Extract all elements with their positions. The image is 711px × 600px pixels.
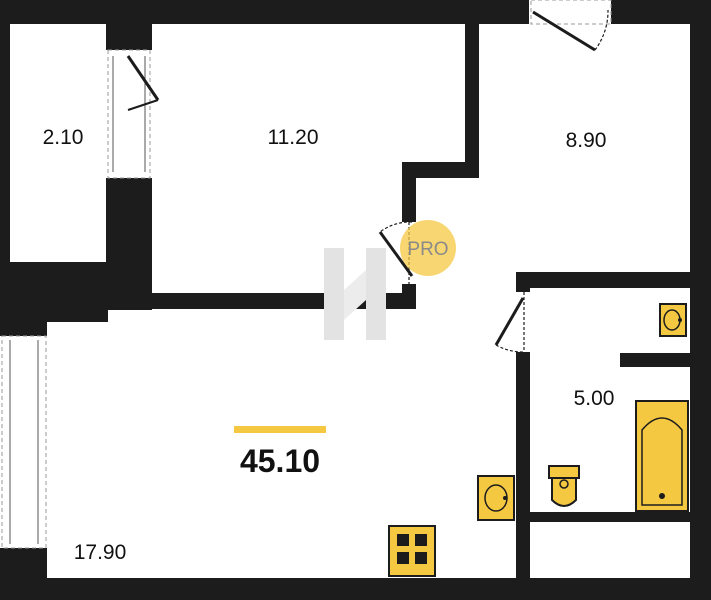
window-kitchen-top — [530, 0, 612, 25]
door-leaf-balcony — [126, 55, 160, 101]
watermark-h-slash — [344, 270, 366, 320]
total-area-accent-bar — [234, 426, 326, 433]
wall-bath-left-b — [516, 352, 530, 600]
window-frames — [9, 56, 146, 544]
toilet-seat — [559, 479, 569, 489]
sink-kitchen — [477, 475, 515, 521]
wall-left-upper — [0, 0, 10, 335]
wall-bedroom-kitchen-step — [402, 162, 479, 178]
fixtures — [388, 303, 689, 577]
total-area-value: 45.10 — [240, 443, 320, 479]
room-area-balcony: 2.10 — [43, 126, 84, 149]
stove-burner-2 — [415, 534, 427, 546]
wall-balcony-sep-top — [106, 0, 152, 50]
wall-right — [690, 0, 711, 600]
wall-top — [0, 0, 529, 24]
stove-burner-1 — [397, 534, 409, 546]
room-labels: 2.10 11.20 8.90 5.00 17.90 — [43, 126, 615, 564]
toilet-tank — [548, 465, 580, 479]
window-living-left — [1, 335, 47, 549]
watermark-h-left — [324, 248, 344, 340]
wall-bedroom-kitchen-upper — [465, 0, 479, 176]
stove-burner-4 — [415, 552, 427, 564]
wall-bedroom-kitchen-lower-b — [402, 284, 416, 309]
wall-bath-mid — [620, 353, 691, 367]
watermark-pro-badge — [400, 220, 456, 276]
window-balcony-door — [107, 49, 151, 179]
toilet-bowl — [551, 477, 577, 507]
watermark-h-right — [366, 248, 386, 340]
door-arc-bedroom — [379, 221, 413, 233]
bathtub-basin — [641, 417, 683, 506]
wall-bath-left-a — [516, 272, 530, 292]
wall-balcony-sep-pillar — [106, 178, 152, 308]
sink-bathroom-bowl — [663, 309, 681, 331]
room-area-kitchen: 8.90 — [566, 129, 607, 152]
door-leaf-balcony-b — [127, 99, 159, 111]
wall-bath-top — [516, 272, 711, 288]
wall-bath-bottom — [516, 512, 691, 522]
windows — [1, 0, 612, 549]
room-area-living: 17.90 — [74, 541, 127, 564]
watermark: PRO — [324, 220, 456, 340]
bathtub-drain — [659, 493, 665, 499]
door-leaf-bathroom — [494, 297, 525, 346]
stove — [388, 525, 436, 577]
watermark-pro-text: PRO — [407, 239, 448, 260]
wall-bottom — [0, 578, 711, 600]
total-area: 45.10 — [234, 426, 326, 479]
wall-bedroom-kitchen-lower-a — [402, 162, 416, 222]
door-leaf-bedroom — [378, 231, 414, 277]
door-arc-bathroom — [495, 344, 524, 353]
sink-bathroom-drain — [678, 318, 682, 322]
doors — [126, 9, 609, 353]
room-area-bedroom: 11.20 — [268, 126, 319, 149]
door-leaf-kitchen-top — [532, 10, 596, 52]
room-area-bathroom: 5.00 — [574, 387, 615, 410]
stove-burner-3 — [397, 552, 409, 564]
sink-kitchen-drain — [503, 496, 507, 500]
door-arc-kitchen-top — [594, 9, 609, 51]
